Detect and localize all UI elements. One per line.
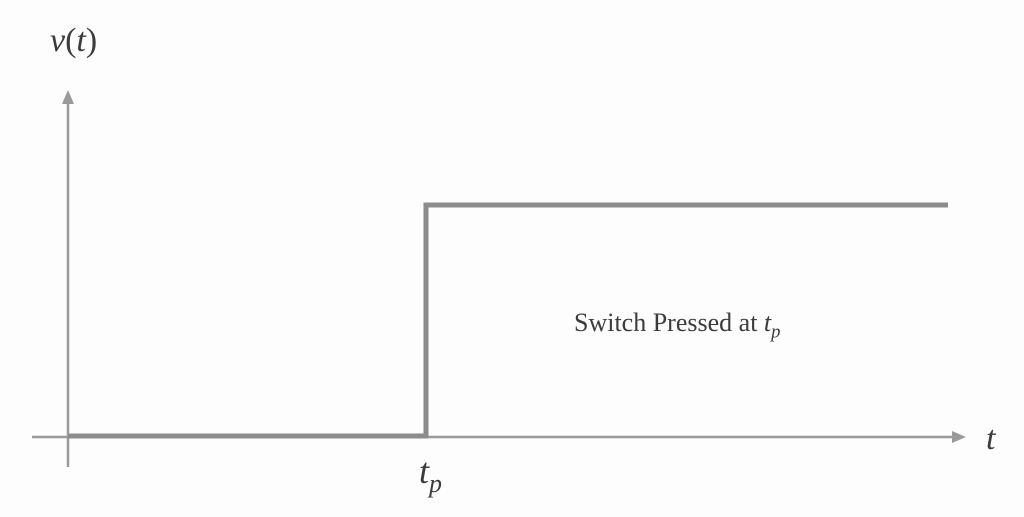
annotation-sub: p: [771, 321, 781, 343]
x-axis-label: t: [986, 420, 996, 457]
annotation-var: t: [763, 308, 772, 337]
tick-label-sub: p: [429, 469, 442, 499]
y-label-var: v: [50, 22, 66, 59]
x-axis-arrow-icon: [952, 431, 966, 443]
y-label-arg: t: [76, 22, 86, 59]
y-label-open-paren: (: [65, 22, 77, 59]
switch-pressed-annotation: Switch Pressed at tp: [574, 308, 781, 344]
y-axis-label: v(t): [50, 22, 97, 60]
y-label-close-paren: ): [85, 22, 98, 59]
step-signal-line: [68, 202, 948, 439]
tick-label-base: t: [419, 451, 430, 491]
y-axis-arrow-icon: [62, 90, 74, 104]
annotation-text: Switch Pressed at: [574, 308, 764, 337]
tp-tick-label: tp: [419, 450, 442, 499]
